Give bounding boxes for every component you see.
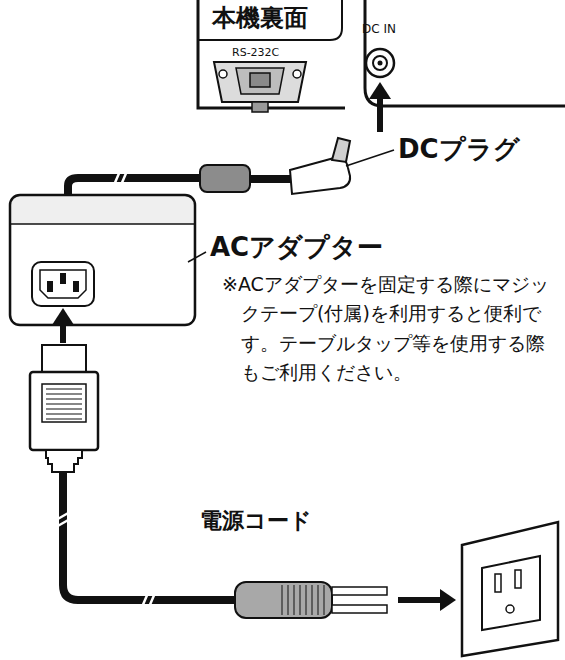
dc-plug-tip: [332, 138, 350, 162]
grip-line: [46, 393, 82, 394]
dc-plug: [290, 158, 350, 194]
ac-inlet: [40, 270, 86, 298]
grip-line: [46, 398, 82, 399]
ac-adapter-edge: [11, 223, 194, 225]
device-outline: [198, 0, 345, 108]
outlet-slot: [515, 570, 521, 588]
plug-ridge: [323, 585, 325, 615]
wall-outlet: [462, 522, 558, 656]
insert-arrow: [377, 96, 383, 132]
serial-connector-shell: [236, 68, 284, 94]
grip-line: [46, 418, 82, 419]
plug-ridge: [317, 585, 319, 615]
part-name: 電源コード: [200, 508, 312, 534]
serial-connector-pins: [250, 73, 270, 87]
grip-line: [46, 408, 82, 409]
dc-jack: [366, 49, 394, 77]
part-name: ACアダプター: [210, 232, 383, 263]
dc-jack-pin: [378, 61, 383, 66]
device-title-frame: [198, 0, 342, 40]
cable-break: [56, 512, 70, 527]
power-cord: [63, 472, 237, 600]
insert-arrow: [440, 589, 456, 611]
device-outline: [365, 0, 565, 106]
port-name: RS-232C: [232, 46, 279, 59]
outlet-face: [482, 556, 540, 630]
insert-arrow: [369, 82, 391, 99]
mains-plug: [235, 582, 332, 618]
inlet-pin: [60, 273, 66, 284]
connector-screw: [293, 70, 301, 78]
cord-connector: [30, 372, 98, 450]
dc-jack: [373, 56, 387, 70]
plug-ridge: [299, 585, 301, 615]
inlet-pin: [73, 281, 79, 292]
serial-connector-plate: [214, 62, 306, 102]
connector-grip: [42, 384, 86, 422]
cable-break: [142, 593, 155, 607]
leader-line: [188, 252, 206, 262]
panel-title: 本機裏面: [212, 4, 308, 33]
grip-line: [46, 388, 82, 389]
leader-line: [346, 150, 394, 166]
plug-ridge: [311, 585, 313, 615]
grip-line: [46, 413, 82, 414]
ac-adapter-face: [12, 224, 193, 323]
part-name: DCプラグ: [398, 134, 520, 165]
plug-ridge: [281, 585, 283, 615]
grip-lines: [46, 389, 82, 419]
ferrite-core: [200, 165, 250, 192]
insert-arrow: [52, 308, 74, 325]
inlet-pin: [47, 281, 53, 292]
serial-cable: [252, 102, 268, 112]
plug-ridges: [282, 585, 324, 615]
plug-prong: [332, 587, 387, 595]
cable-break: [114, 171, 127, 185]
insert-arrow: [60, 322, 66, 343]
ac-inlet: [32, 262, 94, 306]
outlet-ground: [506, 605, 514, 613]
plug-ridge: [305, 585, 307, 615]
port-name: DC IN: [362, 22, 396, 36]
strain-relief: [46, 450, 82, 472]
outlet-slot: [495, 574, 501, 592]
ac-adapter: [10, 195, 195, 325]
dc-cable: [250, 175, 292, 183]
plug-prong: [332, 605, 387, 613]
plug-ridge: [293, 585, 295, 615]
plug-ridge: [287, 585, 289, 615]
grip-line: [46, 403, 82, 404]
insert-arrow: [398, 597, 442, 603]
connector-screw: [219, 70, 227, 78]
cord-connector: [42, 345, 86, 373]
note-text: ※ACアダプターを固定する際にマジックテープ(付属)を利用すると便利です。テーブ…: [222, 270, 560, 388]
